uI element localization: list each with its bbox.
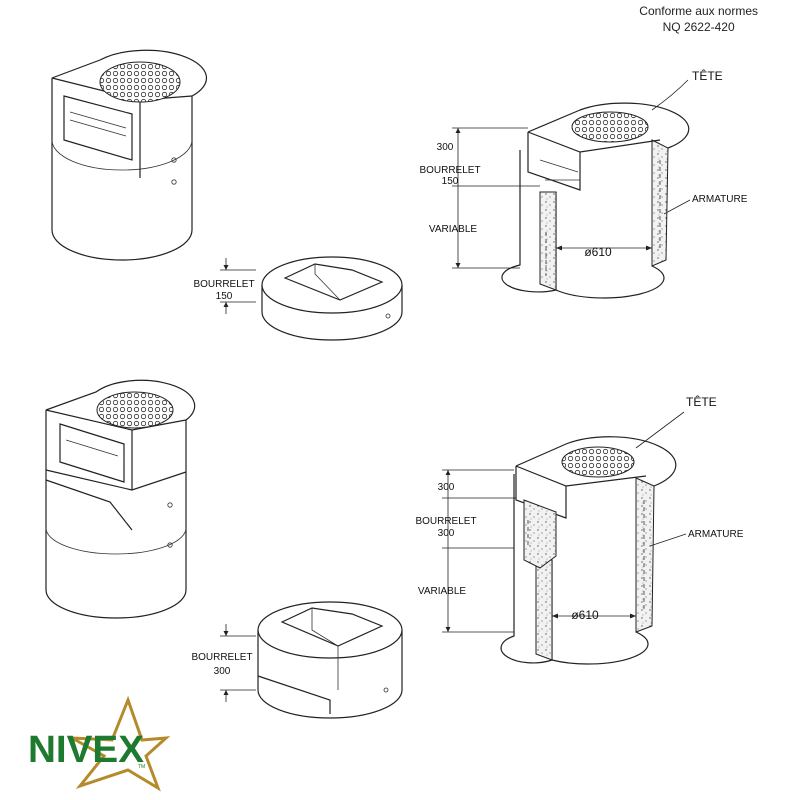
diameter-label: ø610 xyxy=(571,608,599,622)
rim-dim: 150 xyxy=(442,176,459,187)
ring-label: BOURRELET xyxy=(193,279,254,290)
ring-dim: 150 xyxy=(216,291,233,302)
lift-hole-icon xyxy=(171,157,177,163)
lift-hole-icon xyxy=(385,313,391,319)
norm-note: Conforme aux normes NQ 2622-420 xyxy=(639,3,758,35)
lift-hole-icon xyxy=(167,502,173,508)
head-label: TÊTE xyxy=(686,394,717,409)
lift-hole-icon xyxy=(167,542,173,548)
diameter-label: ø610 xyxy=(584,245,612,259)
dim-head: 300 xyxy=(438,482,455,493)
lift-hole-icon xyxy=(171,179,177,185)
rim-label: BOURRELET xyxy=(419,165,480,176)
bottom-rim-ring: BOURRELET 300 xyxy=(191,601,403,719)
norm-line-2: NQ 2622-420 xyxy=(662,20,735,34)
trademark-mark: TM xyxy=(138,764,145,770)
dim-head: 300 xyxy=(437,142,454,153)
rim-dim: 300 xyxy=(438,528,455,539)
grate-icon xyxy=(571,111,649,143)
variable-label: VARIABLE xyxy=(418,586,466,597)
bottom-manhole-assembly xyxy=(45,379,196,619)
ring-label: BOURRELET xyxy=(191,652,252,663)
grate-icon xyxy=(561,446,635,478)
star-icon xyxy=(71,695,171,792)
norm-line-1: Conforme aux normes xyxy=(639,4,758,18)
ring-dim: 300 xyxy=(214,666,231,677)
bottom-cross-section: 300 BOURRELET 300 VARIABLE ø610 TÊTE ARM… xyxy=(415,394,744,665)
variable-label: VARIABLE xyxy=(429,224,477,235)
top-manhole-assembly xyxy=(51,49,208,261)
logo-text: NIVEX xyxy=(28,729,145,771)
top-rim-ring: BOURRELET 150 xyxy=(193,256,403,341)
nivex-logo: NIVEX TM xyxy=(28,695,171,792)
top-cross-section: 300 BOURRELET 150 VARIABLE ø610 TÊTE ARM… xyxy=(419,68,748,299)
head-label: TÊTE xyxy=(692,68,723,83)
lift-hole-icon xyxy=(383,687,389,693)
grate-icon xyxy=(99,61,181,103)
grate-icon xyxy=(96,391,174,429)
rim-label: BOURRELET xyxy=(415,516,476,527)
rebar-label: ARMATURE xyxy=(692,194,748,205)
rebar-label: ARMATURE xyxy=(688,529,744,540)
